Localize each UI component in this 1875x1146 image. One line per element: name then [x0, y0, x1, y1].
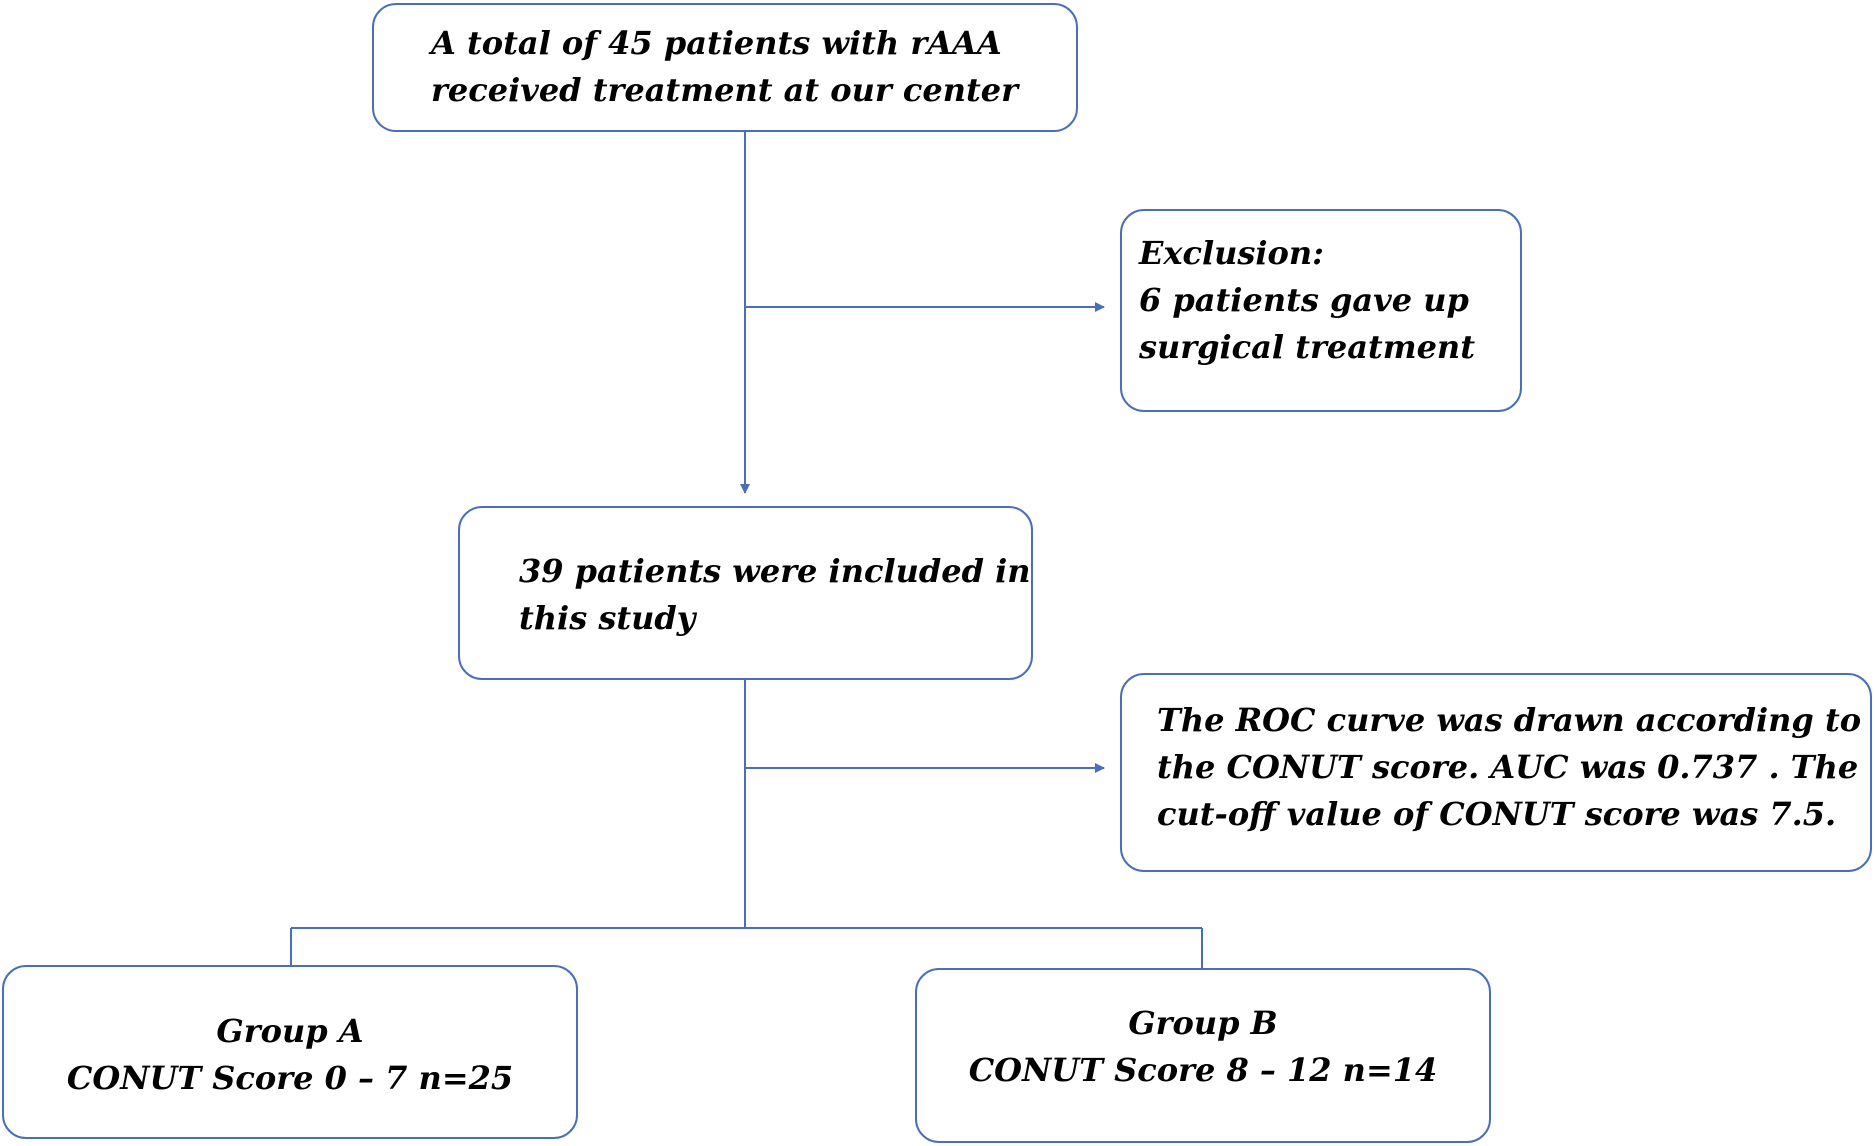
exclusion-text-line-1: 6 patients gave up [1139, 281, 1469, 319]
exclusion-text-line-2: surgical treatment [1139, 328, 1475, 366]
exclusion-box: Exclusion: 6 patients gave up surgical t… [1120, 209, 1522, 412]
total-patients-box: A total of 45 patients with rAAA receive… [372, 3, 1078, 132]
included-text-line-1: 39 patients were included in [519, 552, 1031, 590]
roc-text-line-2: the CONUT score. AUC was 0.737 . The [1157, 748, 1859, 786]
exclusion-heading: Exclusion: [1139, 234, 1324, 272]
group-b-title: Group B [1128, 1004, 1278, 1042]
group-a-score-range: CONUT Score 0 – 7 n=25 [66, 1059, 514, 1097]
group-a-box: Group A CONUT Score 0 – 7 n=25 [2, 965, 578, 1139]
roc-text-line-1: The ROC curve was drawn according to [1157, 701, 1862, 739]
group-b-box: Group B CONUT Score 8 – 12 n=14 [915, 968, 1491, 1143]
included-text-line-2: this study [519, 599, 696, 637]
roc-text-line-3: cut-off value of CONUT score was 7.5. [1157, 795, 1837, 833]
total-patients-text-line-2: received treatment at our center [431, 71, 1018, 109]
total-patients-text-line-1: A total of 45 patients with rAAA [431, 24, 1002, 62]
group-b-score-range: CONUT Score 8 – 12 n=14 [968, 1051, 1438, 1089]
included-patients-box: 39 patients were included in this study [458, 506, 1033, 680]
group-a-title: Group A [216, 1012, 364, 1050]
roc-analysis-box: The ROC curve was drawn according to the… [1120, 673, 1872, 872]
